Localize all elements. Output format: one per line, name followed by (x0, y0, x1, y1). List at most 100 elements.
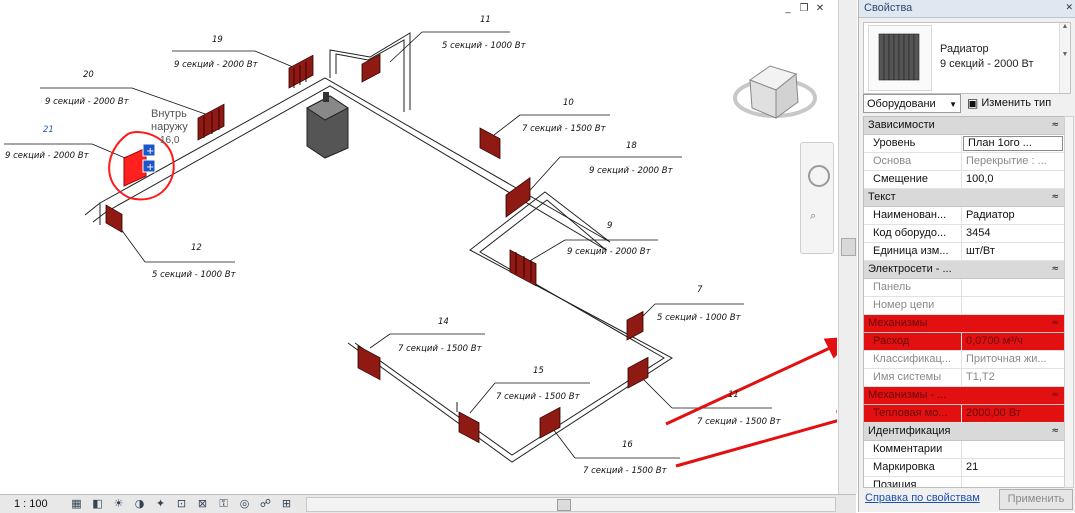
reveal-hidden-icon[interactable]: ☍ (259, 497, 272, 510)
temporary-hide-icon[interactable]: ◎ (239, 497, 250, 510)
prop-value[interactable]: шт/Вт (966, 245, 995, 257)
collapse-icon[interactable]: ≈ (1051, 318, 1059, 328)
edit-type-button[interactable]: ▣ Изменить тип (967, 94, 1051, 113)
prop-row[interactable]: Комментарии (864, 441, 1064, 459)
prop-row[interactable]: Код оборудо...3454 (864, 225, 1064, 243)
prop-row[interactable]: Маркировка 21 (864, 459, 1064, 477)
prop-row[interactable]: Наименован...Радиатор (864, 207, 1064, 225)
prop-value[interactable] (962, 477, 1064, 487)
instance-filter-row: Оборудовани ▼ ▣ Изменить тип (863, 94, 1069, 114)
radiator-stripes (203, 62, 532, 282)
prop-key: Имя системы (864, 369, 962, 386)
prop-value[interactable] (962, 441, 1064, 458)
collapse-icon[interactable]: ≈ (1051, 120, 1059, 130)
viewport-vertical-scrollbar[interactable] (838, 0, 857, 494)
category-filter-select[interactable]: Оборудовани ▼ (863, 94, 961, 113)
radiator-type-preview (868, 25, 932, 91)
group-constraints[interactable]: Зависимости≈ (864, 117, 1064, 135)
flip-hint-inside: Внутрь (151, 108, 187, 120)
group-mechanical-loads[interactable]: Механизмы - ...≈ (864, 387, 1064, 405)
collapse-icon[interactable]: ≈ (1051, 264, 1059, 274)
radiator-19 (288, 54, 314, 89)
close-icon[interactable]: ✕ (815, 3, 825, 14)
render-icon[interactable]: ✦ (155, 497, 166, 510)
steering-wheel-icon[interactable] (808, 165, 830, 187)
worksets-icon[interactable]: ⊞ (281, 497, 292, 510)
prop-key: Единица изм... (864, 243, 962, 260)
prop-key: Позиция (864, 477, 962, 487)
prop-value[interactable]: 3454 (966, 227, 991, 239)
callout-number: 7 (697, 285, 703, 295)
callout-number: 16 (622, 440, 633, 450)
prop-row: Классификац...Приточная жи... (864, 351, 1064, 369)
selected-radiator-21[interactable]: + + (108, 131, 175, 201)
prop-value (962, 279, 1064, 296)
type-selector[interactable]: Радиатор 9 секций - 2000 Вт ▲▼ (863, 22, 1071, 94)
collapse-icon[interactable]: ≈ (1051, 426, 1059, 436)
sun-path-icon[interactable]: ☀ (113, 497, 124, 510)
crop-region-icon[interactable]: ⊠ (197, 497, 208, 510)
callout-text: 7 секций - 1500 Вт (496, 392, 580, 402)
prop-row-heat-output[interactable]: Тепловая мо...2000,00 Вт (864, 405, 1064, 423)
group-electrical[interactable]: Электросети - ...≈ (864, 261, 1064, 279)
minimize-icon[interactable]: _ (785, 3, 791, 14)
callout-number: 19 (212, 35, 223, 45)
lock-view-icon[interactable]: ⚿ (219, 497, 228, 510)
prop-row[interactable]: Позиция (864, 477, 1064, 487)
prop-value[interactable]: 2000,00 Вт (966, 407, 1021, 419)
prop-row-flow[interactable]: Расход 0,0700 м³/ч (864, 333, 1064, 351)
radiator-11 (361, 53, 381, 83)
properties-help-link[interactable]: Справка по свойствам (865, 492, 980, 504)
shadows-icon[interactable]: ◑ (134, 497, 145, 510)
3d-viewport[interactable]: + + _ ❐ ✕ 11 5 секций - 1000 Вт 19 9 сек… (0, 0, 837, 494)
detail-level-icon[interactable]: ▦ (71, 497, 82, 510)
scrollbar-thumb[interactable] (841, 238, 856, 256)
radiator-20 (197, 103, 225, 141)
chevron-down-icon: ▼ (949, 100, 957, 109)
edit-type-icon: ▣ (967, 96, 979, 110)
prop-key: Номер цепи (864, 297, 962, 314)
panel-title: Свойства (864, 2, 913, 14)
radiator-18 (505, 176, 531, 218)
group-name: Текст (868, 191, 896, 203)
viewcube[interactable] (733, 65, 817, 119)
prop-row[interactable]: Единица изм... шт/Вт (864, 243, 1064, 261)
group-identity[interactable]: Идентификация≈ (864, 423, 1064, 441)
group-mechanical[interactable]: Механизмы≈ (864, 315, 1064, 333)
prop-value[interactable]: План 1ого ... (963, 136, 1063, 151)
properties-panel: Свойства ✕ Радиатор 9 секций - 2000 Вт ▲… (858, 0, 1075, 512)
view-scale[interactable]: 1 : 100 (14, 498, 48, 510)
viewport-horizontal-scrollbar[interactable] (306, 497, 836, 512)
zoom-icon[interactable]: ⌕ (810, 209, 817, 222)
prop-value[interactable]: Радиатор (966, 209, 1015, 221)
collapse-icon[interactable]: ≈ (1051, 390, 1059, 400)
visual-style-icon[interactable]: ◧ (92, 497, 103, 510)
callout-text: 9 секций - 2000 Вт (45, 97, 129, 107)
annotation-arrows (665, 337, 837, 468)
group-text[interactable]: Текст ≈ (864, 189, 1064, 207)
prop-value: 0,0700 м³/ч (966, 335, 1023, 347)
prop-key: Уровень (864, 135, 962, 152)
panel-close-icon[interactable]: ✕ (1065, 3, 1073, 13)
prop-value[interactable]: 21 (966, 461, 979, 473)
radiator-15 (458, 411, 480, 444)
prop-key: Маркировка (864, 459, 962, 476)
callout-text: 7 секций - 1500 Вт (583, 466, 667, 476)
apply-button[interactable]: Применить (999, 489, 1073, 510)
scrollbar-thumb[interactable] (557, 499, 571, 511)
navigation-bar[interactable]: ⌕ (800, 142, 834, 254)
callout-text: 7 секций - 1500 Вт (697, 417, 781, 427)
properties-scrollbar[interactable] (1064, 116, 1074, 488)
type-scroll-icon[interactable]: ▲▼ (1059, 23, 1070, 93)
prop-value: Т1,Т2 (966, 371, 995, 383)
pipe-lines (84, 32, 673, 463)
prop-value: Приточная жи... (966, 353, 1047, 365)
crop-view-icon[interactable]: ⊡ (176, 497, 187, 510)
prop-value[interactable]: 100,0 (966, 173, 994, 185)
restore-icon[interactable]: ❐ (799, 3, 809, 14)
collapse-icon[interactable]: ≈ (1051, 192, 1059, 202)
prop-key: Расход (864, 333, 962, 350)
